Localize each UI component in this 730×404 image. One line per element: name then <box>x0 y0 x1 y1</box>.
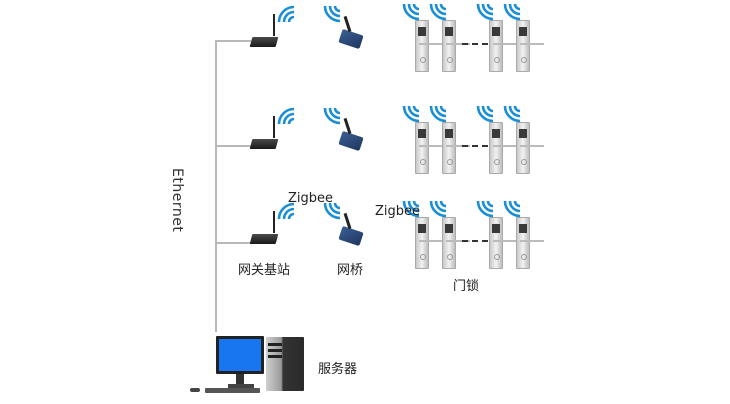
wifi-signal-icon <box>503 3 521 21</box>
more-locks-ellipsis <box>462 145 488 147</box>
gateway-label: 网关基站 <box>238 263 291 278</box>
wifi-signal-icon <box>429 3 447 21</box>
door-lock-icon <box>516 20 530 72</box>
keyboard-icon <box>205 388 260 393</box>
wifi-signal-icon <box>402 200 420 218</box>
ethernet-branch-row2 <box>215 145 251 147</box>
door-lock-icon <box>415 217 429 269</box>
door-lock-icon <box>415 122 429 174</box>
server-label: 服务器 <box>318 362 358 377</box>
ethernet-backbone-line <box>215 40 217 332</box>
ethernet-branch-row1 <box>215 40 251 42</box>
door-lock-icon <box>442 122 456 174</box>
wifi-signal-icon <box>503 105 521 123</box>
door-lock-icon <box>489 20 503 72</box>
gateway-device-icon <box>249 211 281 244</box>
more-locks-ellipsis <box>462 43 488 45</box>
wifi-signal-icon <box>277 202 295 220</box>
gateway-device-icon <box>249 116 281 149</box>
server-tower-icon <box>266 337 304 391</box>
wifi-signal-icon <box>476 3 494 21</box>
wifi-signal-icon <box>277 107 295 125</box>
gateway-device-icon <box>249 14 281 47</box>
bridge-label: 网桥 <box>337 263 364 278</box>
wifi-signal-icon <box>277 5 295 23</box>
monitor-icon <box>216 336 264 374</box>
mouse-icon <box>190 388 200 392</box>
wifi-signal-icon <box>323 107 341 125</box>
wifi-signal-icon <box>503 200 521 218</box>
bridge-device-icon <box>338 15 366 50</box>
wifi-signal-icon <box>429 200 447 218</box>
bridge-device-icon <box>338 212 366 247</box>
wifi-signal-icon <box>476 105 494 123</box>
zigbee-label-gateway-bridge: Zigbee <box>288 191 334 206</box>
zigbee-label-bridge-locks: Zigbee <box>375 204 421 219</box>
wifi-signal-icon <box>323 202 341 220</box>
door-lock-icon <box>516 122 530 174</box>
ethernet-label: Ethernet <box>169 168 185 233</box>
door-lock-icon <box>442 20 456 72</box>
door-lock-icon <box>516 217 530 269</box>
more-locks-ellipsis <box>462 240 488 242</box>
wifi-signal-icon <box>476 200 494 218</box>
bridge-device-icon <box>338 117 366 152</box>
door-lock-icon <box>415 20 429 72</box>
door-lock-label: 门锁 <box>453 279 480 294</box>
door-lock-icon <box>442 217 456 269</box>
door-lock-icon <box>489 217 503 269</box>
wifi-signal-icon <box>402 105 420 123</box>
wifi-signal-icon <box>429 105 447 123</box>
ethernet-branch-row3 <box>215 242 251 244</box>
wifi-signal-icon <box>402 3 420 21</box>
wifi-signal-icon <box>323 5 341 23</box>
door-lock-icon <box>489 122 503 174</box>
